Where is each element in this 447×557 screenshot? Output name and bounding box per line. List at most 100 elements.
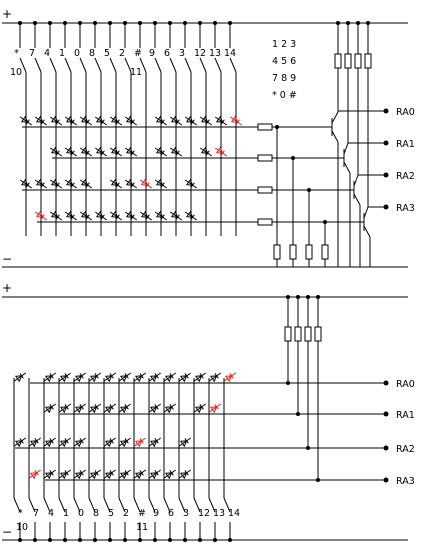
key-label: 8 bbox=[89, 48, 95, 59]
diode bbox=[43, 403, 57, 414]
base-resistor-1 bbox=[257, 154, 273, 162]
diode bbox=[64, 210, 78, 221]
switch-blade bbox=[28, 497, 36, 513]
diode bbox=[43, 372, 57, 383]
key-label: 3 bbox=[183, 508, 189, 519]
key-label: * bbox=[14, 48, 19, 59]
key-label: 3 bbox=[179, 48, 185, 59]
switch-blade bbox=[49, 57, 57, 73]
switch-blade bbox=[178, 497, 186, 513]
diode bbox=[58, 372, 72, 383]
diode bbox=[133, 372, 147, 383]
diode bbox=[109, 178, 123, 189]
diode bbox=[184, 115, 198, 126]
diode bbox=[154, 146, 168, 157]
diode bbox=[124, 210, 138, 221]
diode bbox=[58, 403, 72, 414]
key-label: 0 bbox=[74, 48, 80, 59]
diode bbox=[103, 403, 117, 414]
diode bbox=[169, 210, 183, 221]
diode bbox=[208, 372, 222, 383]
switch-blade bbox=[139, 57, 147, 73]
collector-resistor-3 bbox=[364, 53, 372, 69]
switch-junction bbox=[198, 538, 202, 542]
diode bbox=[103, 437, 117, 448]
diode bbox=[103, 469, 117, 480]
diode bbox=[94, 115, 108, 126]
diode bbox=[34, 115, 48, 126]
pulldown-resistor-0 bbox=[273, 244, 281, 260]
bottom-output-label-ra2: RA2 bbox=[396, 444, 415, 455]
diode bbox=[28, 437, 42, 448]
switch-blade bbox=[88, 497, 96, 513]
switch-blade bbox=[79, 57, 87, 73]
top-output-label-ra3: RA3 bbox=[396, 203, 415, 214]
diode bbox=[229, 115, 243, 126]
top-output-label-ra1: RA1 bbox=[396, 139, 415, 150]
diode bbox=[124, 115, 138, 126]
collector-resistor-0 bbox=[334, 53, 342, 69]
key-label: 7 bbox=[29, 48, 35, 59]
switch-blade bbox=[73, 497, 81, 513]
diode bbox=[124, 146, 138, 157]
key-label: 12 bbox=[194, 48, 206, 59]
diode bbox=[73, 437, 87, 448]
bottom-minus-label: − bbox=[2, 525, 12, 539]
bottom-output-label-ra1: RA1 bbox=[396, 410, 415, 421]
switch-junction bbox=[18, 21, 22, 25]
diode bbox=[94, 210, 108, 221]
pullup-resistor-3 bbox=[314, 326, 322, 342]
diode bbox=[118, 469, 132, 480]
base-resistor-2 bbox=[257, 186, 273, 194]
bottom-output-label-ra0: RA0 bbox=[396, 379, 415, 390]
key-label: 12 bbox=[198, 508, 210, 519]
diode bbox=[58, 437, 72, 448]
key-label: 14 bbox=[228, 508, 240, 519]
switch-junction bbox=[108, 21, 112, 25]
diode bbox=[103, 372, 117, 383]
diode bbox=[214, 146, 228, 157]
diode bbox=[118, 403, 132, 414]
keypad-legend: 1 2 3 4 5 6 7 8 9 * 0 # bbox=[272, 39, 297, 101]
diode bbox=[34, 178, 48, 189]
switch-blade bbox=[94, 57, 102, 73]
switch-blade bbox=[208, 497, 216, 513]
top-switch-group bbox=[18, 21, 237, 236]
diode bbox=[43, 469, 57, 480]
base-resistor-3 bbox=[257, 218, 273, 226]
switch-junction bbox=[123, 538, 127, 542]
keypad-legend-row: 1 2 3 bbox=[272, 39, 296, 50]
diode bbox=[88, 469, 102, 480]
diode bbox=[193, 403, 207, 414]
diode bbox=[154, 115, 168, 126]
key-label: 14 bbox=[224, 48, 236, 59]
diode bbox=[118, 372, 132, 383]
switch-blade bbox=[223, 497, 231, 513]
switch-junction bbox=[93, 538, 97, 542]
switch-junction bbox=[168, 21, 172, 25]
switch-blade bbox=[199, 57, 207, 73]
bottom-plus-label: + bbox=[2, 281, 12, 295]
switch-blade bbox=[154, 57, 162, 73]
key-label: 4 bbox=[48, 508, 54, 519]
diode bbox=[193, 372, 207, 383]
keypad-legend-row: 4 5 6 bbox=[272, 56, 296, 67]
diode bbox=[184, 210, 198, 221]
diode bbox=[49, 115, 63, 126]
pulldown-resistor-1 bbox=[289, 244, 297, 260]
switch-junction bbox=[48, 21, 52, 25]
pullup-resistor-0 bbox=[284, 326, 292, 342]
diode bbox=[88, 403, 102, 414]
diode bbox=[154, 178, 168, 189]
switch-junction bbox=[228, 538, 232, 542]
key-label: 0 bbox=[78, 508, 84, 519]
diode bbox=[133, 469, 147, 480]
key-label: # bbox=[134, 48, 142, 59]
key-label: 9 bbox=[153, 508, 159, 519]
switch-junction bbox=[213, 538, 217, 542]
switch-blade bbox=[13, 497, 21, 513]
diode bbox=[49, 146, 63, 157]
switch-blade bbox=[58, 497, 66, 513]
